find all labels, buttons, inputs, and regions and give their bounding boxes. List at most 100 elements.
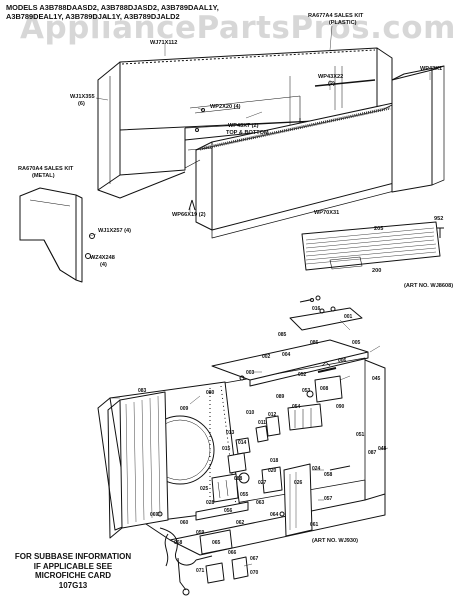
- part-071: 071: [196, 568, 205, 574]
- part-068: 068: [174, 540, 183, 546]
- part-060: 060: [180, 520, 189, 526]
- part-005: 005: [352, 340, 361, 346]
- part-089: 089: [276, 394, 285, 400]
- title-line-1: MODELS A3B788DAASD2, A3B788DJASD2, A3B78…: [6, 3, 219, 12]
- part-009: 009: [180, 406, 189, 412]
- part-055: 055: [240, 492, 249, 498]
- label-ra677a4-line2: (PLASTIC): [328, 19, 357, 26]
- metal-kit: [19, 187, 83, 283]
- top-cover: [211, 339, 369, 387]
- control-panel: [283, 463, 351, 537]
- label-wz4x248-qty: (4): [100, 262, 107, 268]
- part-087: 087: [368, 450, 377, 456]
- label-ra670a4: RA670A4 SALES KIT (METAL): [18, 166, 73, 179]
- part-016: 016: [312, 306, 321, 312]
- part-010: 010: [246, 410, 255, 416]
- part-008: 008: [320, 386, 329, 392]
- subbase-note-line1: FOR SUBBASE INFORMATION: [14, 552, 132, 561]
- part-048: 048: [378, 446, 387, 452]
- label-wp70x31: WP70X31: [314, 210, 340, 216]
- label-art-bottom: (ART NO. WJ930): [312, 538, 358, 544]
- part-080: 080: [206, 390, 215, 396]
- label-wp43x1: WP43X1: [420, 66, 443, 72]
- part-025: 025: [200, 486, 209, 492]
- subbase-note-line2: IF APPLICABLE SEE: [33, 561, 113, 571]
- part-090: 090: [336, 404, 345, 410]
- subbase-note: FOR SUBBASE INFORMATION IF APPLICABLE SE…: [10, 552, 136, 590]
- part-015: 015: [222, 446, 231, 452]
- label-wp43x22-qty: (2): [328, 81, 335, 87]
- part-065: 065: [212, 540, 221, 546]
- part-063: 063: [256, 500, 265, 506]
- part-058: 058: [324, 472, 333, 478]
- part-020: 020: [268, 468, 277, 474]
- part-013: 013: [226, 430, 235, 436]
- label-wj71x112: WJ71X112: [150, 40, 178, 46]
- label-wj1x355: WJ1X355: [70, 94, 95, 100]
- part-001: 001: [344, 314, 353, 320]
- label-ra677a4-line1: RA677A4 SALES KIT: [308, 13, 364, 19]
- label-ra670a4-line2: (METAL): [32, 172, 55, 179]
- diagram-title: MODELS A3B788DAASD2, A3B788DJASD2, A3B78…: [6, 3, 219, 21]
- condenser-coil: [107, 391, 169, 539]
- label-wp66x19: WP66X19 (2): [172, 212, 206, 218]
- part-057: 057: [324, 496, 333, 502]
- label-ra677a4: RA677A4 SALES KIT (PLASTIC): [308, 13, 363, 26]
- side-panel: [391, 65, 445, 193]
- part-085: 085: [278, 332, 287, 338]
- hardware-top: [85, 108, 444, 259]
- part-052: 052: [298, 372, 307, 378]
- label-ra670a4-line1: RA670A4 SALES KIT: [18, 166, 74, 172]
- label-wp43x22: WP43X22: [318, 74, 344, 80]
- motor: [287, 375, 343, 431]
- part-014: 014: [238, 440, 247, 446]
- leader-lines-top: [89, 25, 431, 259]
- title-line-2: A3B789DEAL1Y, A3B789DJAL1Y, A3B789DJALD2: [6, 12, 180, 21]
- part-012: 012: [268, 412, 277, 418]
- part-002: 002: [262, 354, 271, 360]
- part-064: 064: [270, 512, 279, 518]
- subbase-note-line4: 107G13: [58, 580, 88, 590]
- part-051: 051: [356, 432, 365, 438]
- part-086: 086: [310, 340, 319, 346]
- part-069: 069: [150, 512, 159, 518]
- controls: [211, 361, 337, 503]
- part-056: 056: [224, 508, 233, 514]
- part-024: 024: [312, 466, 321, 472]
- label-wj1x355-qty: (6): [78, 101, 85, 107]
- wiring-harness: [159, 527, 213, 596]
- part-066: 066: [228, 550, 237, 556]
- part-054: 054: [292, 404, 301, 410]
- label-952: 952: [434, 216, 444, 222]
- base-brackets: [157, 501, 285, 584]
- part-053: 053: [302, 388, 311, 394]
- part-070: 070: [250, 570, 259, 576]
- part-061: 061: [310, 522, 319, 528]
- label-top-bottom: TOP & BOTTOM: [226, 130, 269, 136]
- leader-lines: [112, 298, 389, 567]
- label-200: 200: [372, 268, 382, 274]
- part-083: 083: [138, 388, 147, 394]
- label-205: 205: [374, 226, 384, 232]
- label-art-top: (ART NO. WJ8608): [404, 283, 454, 289]
- cabinet-sleeve: [97, 47, 393, 199]
- part-027: 027: [258, 480, 267, 486]
- part-059: 059: [196, 530, 205, 536]
- control-board: [289, 295, 363, 331]
- part-003: 003: [246, 370, 255, 376]
- label-wj1x257: WJ1X257 (4): [98, 228, 131, 234]
- label-wz4x248: WZ4X248: [90, 255, 115, 261]
- part-067: 067: [250, 556, 259, 562]
- part-062: 062: [236, 520, 245, 526]
- part-006: 006: [338, 358, 347, 364]
- part-018: 018: [270, 458, 279, 464]
- label-wp43x7: WP43X7 (2): [228, 123, 259, 129]
- part-088: 088: [234, 476, 243, 482]
- part-045: 045: [372, 376, 381, 382]
- part-011: 011: [258, 420, 267, 426]
- part-004: 004: [282, 352, 291, 358]
- air-filter: [301, 221, 441, 271]
- part-026: 026: [294, 480, 303, 486]
